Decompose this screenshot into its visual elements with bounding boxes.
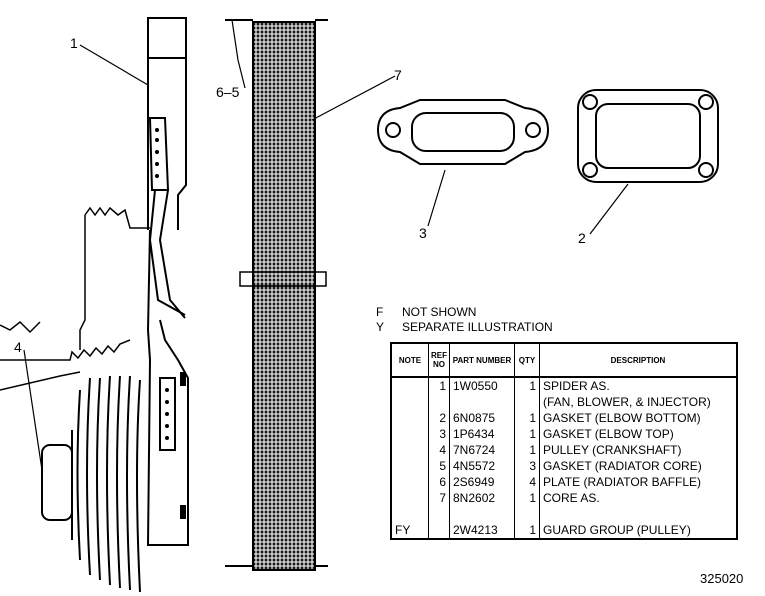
callout-2: 2 xyxy=(578,230,586,246)
qty-cell: 1 xyxy=(514,522,540,539)
ref-cell: 7 xyxy=(428,490,450,506)
legend-row: Y SEPARATE ILLUSTRATION xyxy=(374,320,553,335)
table-row xyxy=(391,506,737,522)
part-number-cell: 2S6949 xyxy=(449,474,515,490)
note-cell xyxy=(391,506,429,522)
legend-code: F xyxy=(376,305,384,319)
header-ref: REF NO xyxy=(428,343,450,378)
header-qty: QTY xyxy=(514,343,540,378)
legend-text: SEPARATE ILLUSTRATION xyxy=(402,320,553,334)
ref-cell: 2 xyxy=(428,410,450,426)
part-number-cell xyxy=(449,506,515,522)
description-cell: GASKET (ELBOW BOTTOM) xyxy=(543,411,701,425)
note-cell: FY xyxy=(391,522,429,539)
parts-table: NOTE REF NO PART NUMBER QTY DESCRIPTION … xyxy=(390,342,738,540)
note-cell xyxy=(391,458,429,474)
spider-holes xyxy=(155,128,186,519)
ref-cell: 4 xyxy=(428,442,450,458)
drawing-number: 325020 xyxy=(700,571,744,586)
ref-cell: 6 xyxy=(428,474,450,490)
legend-row: F NOT SHOWN xyxy=(374,305,553,320)
callout-1: 1 xyxy=(70,35,78,51)
description-cell: GASKET (RADIATOR CORE) xyxy=(543,459,702,473)
crankshaft-pulley xyxy=(41,375,141,593)
qty-cell: 1 xyxy=(514,442,540,458)
ref-cell xyxy=(428,394,450,410)
note-cell xyxy=(391,442,429,458)
leader-lines xyxy=(23,19,629,471)
description-cell: CORE AS. xyxy=(543,491,600,505)
callout-4: 4 xyxy=(14,339,22,355)
description-cell: (FAN, BLOWER, & INJECTOR) xyxy=(543,395,711,409)
note-cell xyxy=(391,474,429,490)
callout-3: 3 xyxy=(419,225,427,241)
qty-cell: 1 xyxy=(514,377,540,394)
spider-arm xyxy=(146,17,189,546)
part-number-cell: 8N2602 xyxy=(449,490,515,506)
qty-cell: 3 xyxy=(514,458,540,474)
engine-block xyxy=(0,206,150,391)
table-header-row: NOTE REF NO PART NUMBER QTY DESCRIPTION xyxy=(391,343,737,378)
legend-text: NOT SHOWN xyxy=(402,305,477,319)
radiator-core xyxy=(225,19,328,571)
qty-cell: 4 xyxy=(514,474,540,490)
part-number-cell xyxy=(449,394,515,410)
qty-cell: 1 xyxy=(514,426,540,442)
note-cell xyxy=(391,426,429,442)
description-cell: GUARD GROUP (PULLEY) xyxy=(543,523,691,537)
ref-cell: 5 xyxy=(428,458,450,474)
qty-cell xyxy=(514,394,540,410)
ref-cell xyxy=(428,506,450,522)
description-cell: PULLEY (CRANKSHAFT) xyxy=(543,443,682,457)
part-number-cell: 1P6434 xyxy=(449,426,515,442)
part-number-cell: 7N6724 xyxy=(449,442,515,458)
qty-cell xyxy=(514,506,540,522)
ref-cell xyxy=(428,522,450,539)
callout-6-5: 6–5 xyxy=(216,84,240,100)
qty-cell: 1 xyxy=(514,410,540,426)
part-number-cell: 2W4213 xyxy=(449,522,515,539)
header-part: PART NUMBER xyxy=(449,343,515,378)
header-description: DESCRIPTION xyxy=(539,343,737,378)
qty-cell: 1 xyxy=(514,490,540,506)
part-number-cell: 4N5572 xyxy=(449,458,515,474)
part-number-cell: 6N0875 xyxy=(449,410,515,426)
note-cell xyxy=(391,490,429,506)
description-cell: PLATE (RADIATOR BAFFLE) xyxy=(543,475,702,489)
gasket-elbow-bottom xyxy=(577,89,719,183)
legend: F NOT SHOWN Y SEPARATE ILLUSTRATION xyxy=(374,305,553,335)
gasket-elbow-top xyxy=(376,99,550,165)
ref-cell: 1 xyxy=(428,377,450,394)
note-cell xyxy=(391,410,429,426)
ref-cell: 3 xyxy=(428,426,450,442)
legend-code: Y xyxy=(376,320,385,334)
description-cell: SPIDER AS. xyxy=(543,379,610,393)
table-row: (FAN, BLOWER, & INJECTOR) xyxy=(391,394,737,410)
description-cell: GASKET (ELBOW TOP) xyxy=(543,427,674,441)
note-cell xyxy=(391,394,429,410)
description-cell xyxy=(540,506,738,522)
callout-7: 7 xyxy=(394,67,402,83)
header-note: NOTE xyxy=(391,343,429,378)
note-cell xyxy=(391,377,429,394)
part-number-cell: 1W0550 xyxy=(449,377,515,394)
